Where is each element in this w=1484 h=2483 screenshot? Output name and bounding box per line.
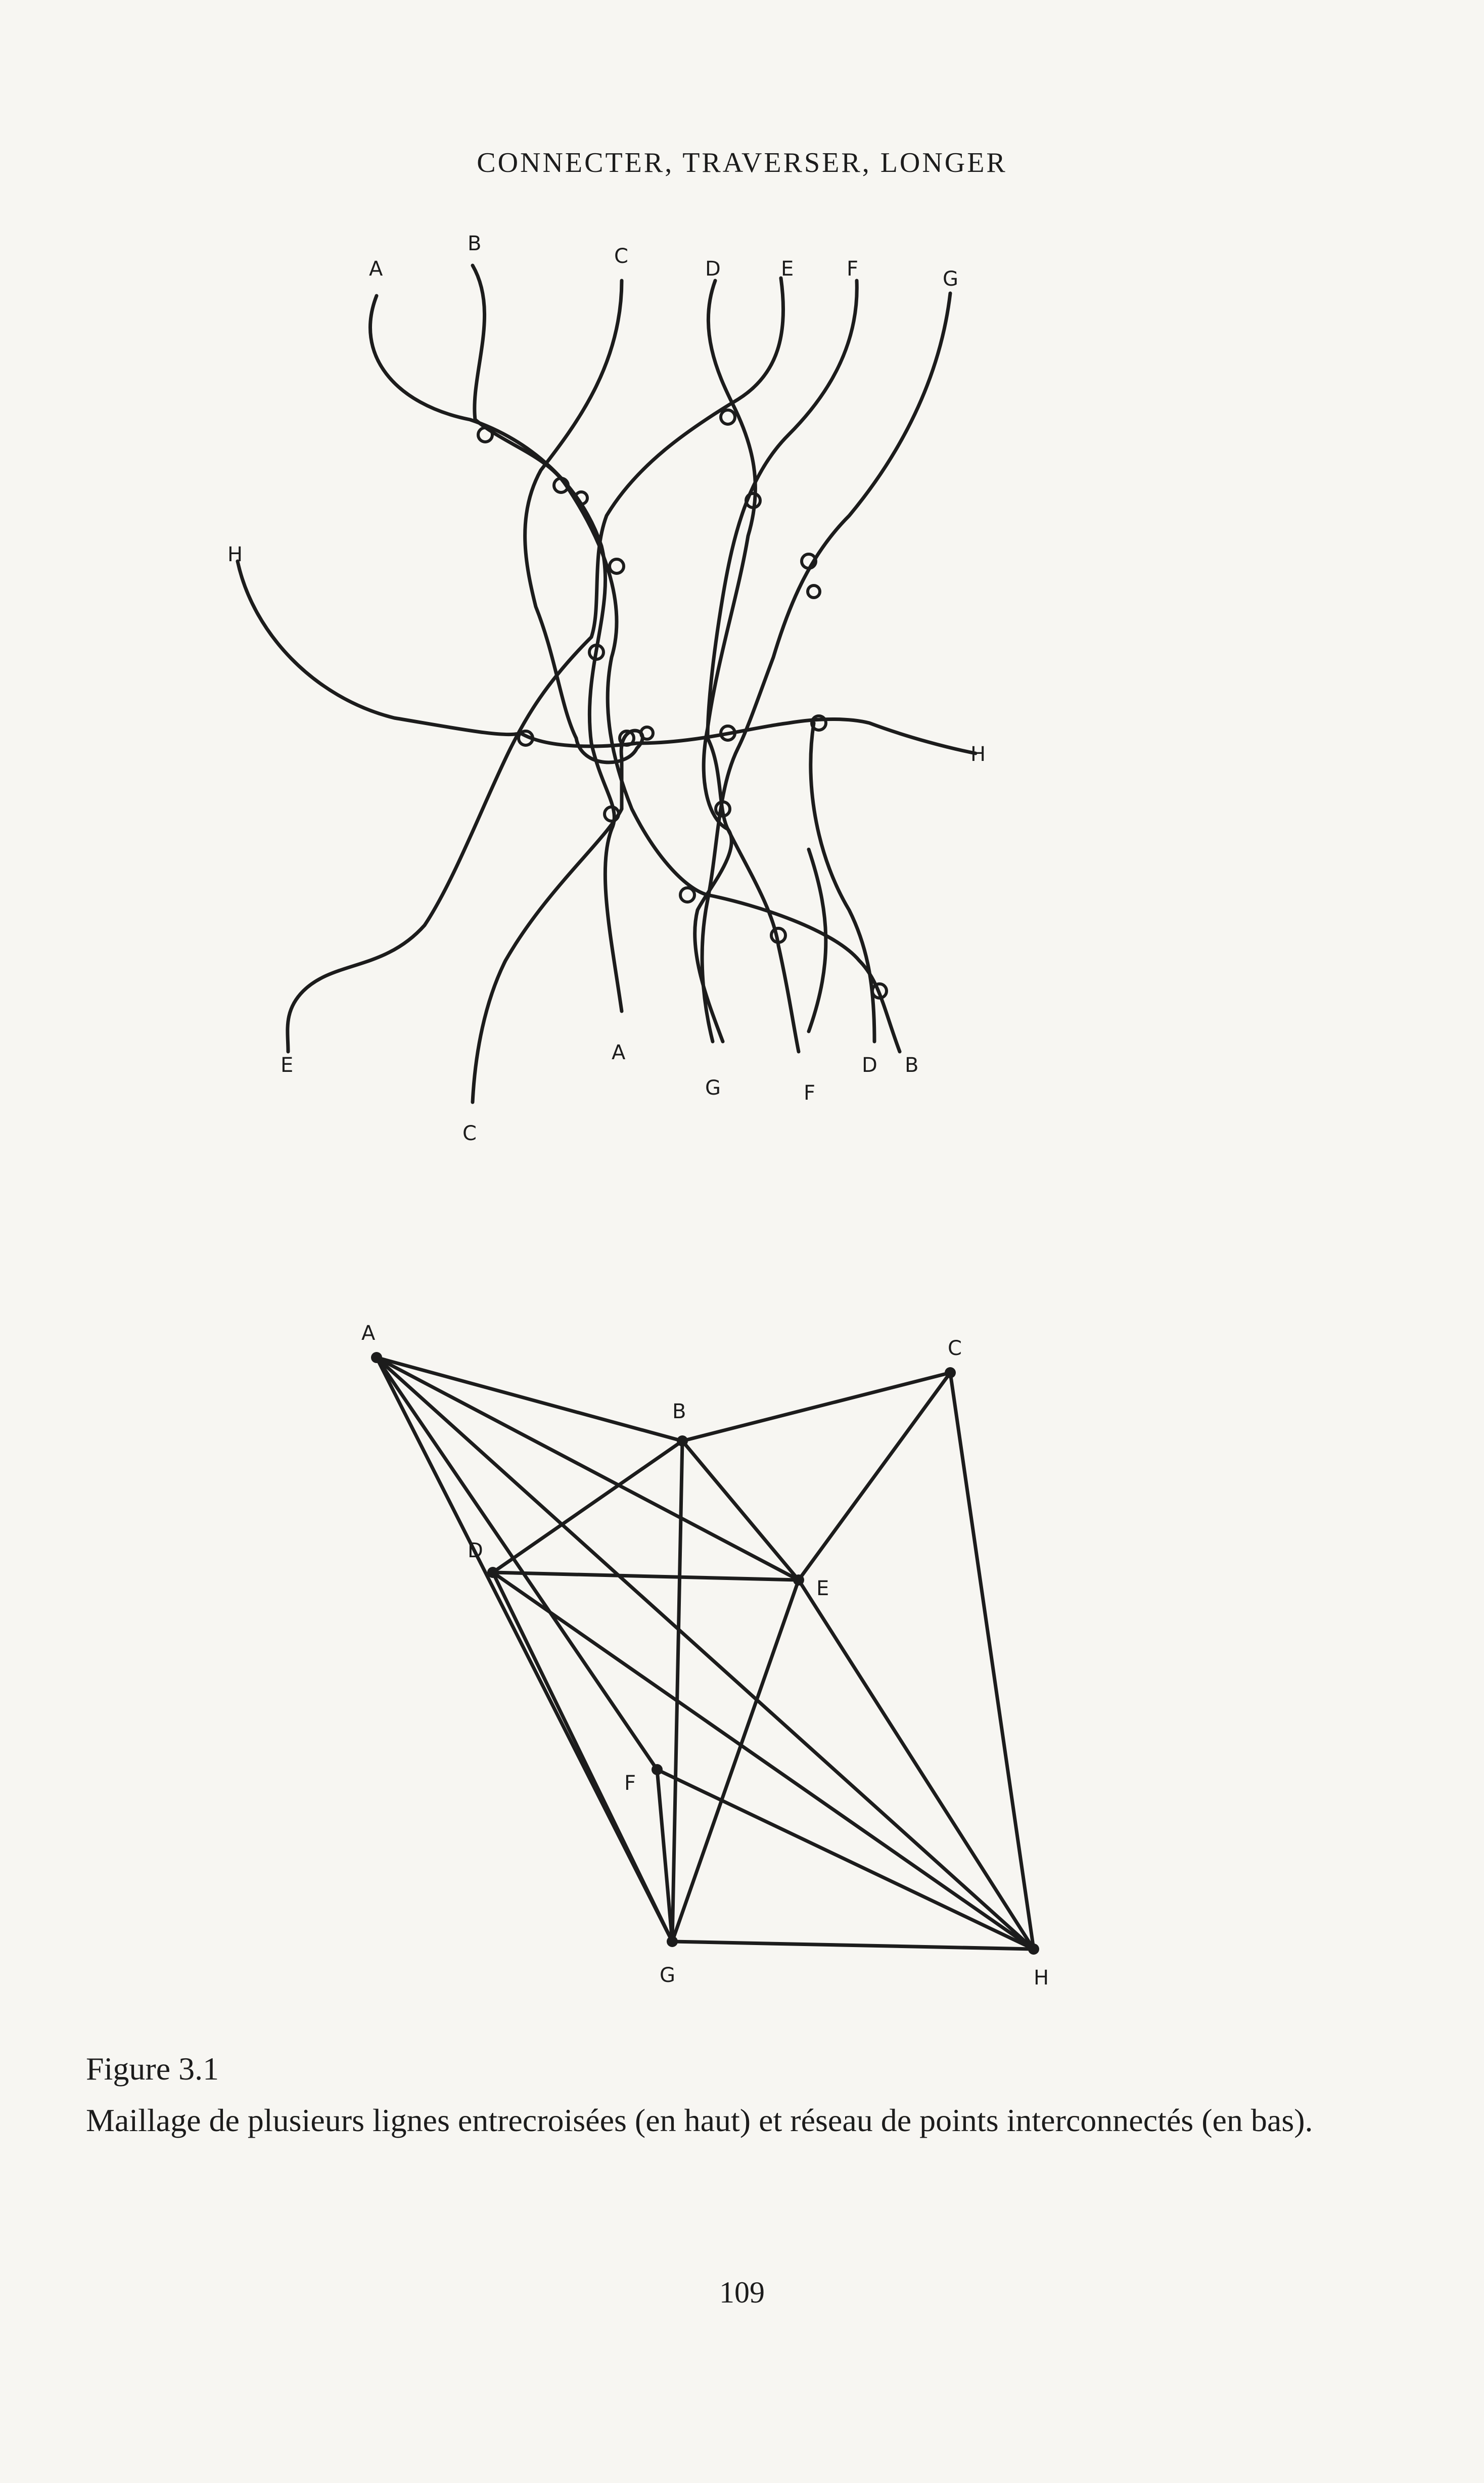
network-edge-b-c	[680, 1371, 952, 1443]
network-edge-b-g	[670, 1439, 684, 1944]
network-node-label: C	[948, 1337, 962, 1360]
meshwork-line-e	[286, 276, 785, 1054]
meshwork-top-label: C	[614, 245, 628, 268]
network-edge-f-g	[655, 1768, 674, 1944]
meshwork-bottom-label: A	[612, 1041, 626, 1064]
meshwork-bottom-label: B	[905, 1054, 918, 1077]
network-edge-a-b	[375, 1356, 684, 1443]
network-node-label: D	[468, 1539, 483, 1562]
network-edge-e-h	[797, 1578, 1036, 1951]
running-head: CONNECTER, TRAVERSER, LONGER	[477, 147, 1007, 178]
network-node-b	[677, 1435, 688, 1447]
network-node-label: E	[816, 1577, 829, 1600]
network-edge-a-e	[375, 1356, 801, 1582]
network-node-g	[667, 1936, 678, 1947]
meshwork-labels: A B C D E F G H H E C A G F D B	[227, 232, 986, 1145]
meshwork-top-label: E	[781, 257, 794, 281]
figure-caption-title: Figure 3.1	[86, 2051, 219, 2087]
meshwork-bottom-label: E	[281, 1054, 293, 1077]
network-edge-e-g	[670, 1578, 801, 1944]
meshwork-line-b	[471, 263, 902, 1054]
network-edge-d-g	[491, 1570, 674, 1944]
network-edge-b-d	[491, 1439, 684, 1574]
meshwork-right-label: H	[970, 743, 986, 766]
meshwork-bottom-label: C	[462, 1122, 477, 1145]
network-nodes	[371, 1352, 1039, 1955]
network-node-label: G	[660, 1964, 675, 1987]
network-node-c	[945, 1367, 956, 1378]
network-node-e	[793, 1574, 804, 1586]
network-labels: A B C D E F G H	[361, 1322, 1049, 1990]
network-node-f	[652, 1764, 663, 1775]
meshwork-drawing	[236, 263, 978, 1104]
meshwork-line-c	[471, 279, 644, 1104]
network-edge-g-h	[670, 1939, 1036, 1951]
meshwork-bottom-label: G	[705, 1076, 721, 1100]
meshwork-line-a	[368, 294, 624, 1013]
network-edges	[375, 1356, 1036, 1951]
network-node-label: B	[672, 1400, 686, 1423]
network-node-label: A	[361, 1322, 376, 1345]
meshwork-top-label: F	[847, 257, 858, 281]
network-node-a	[371, 1352, 382, 1363]
network-edge-d-e	[491, 1570, 801, 1582]
meshwork-line-h	[236, 559, 978, 755]
meshwork-top-label: A	[369, 257, 383, 281]
meshwork-bottom-label: D	[862, 1054, 877, 1077]
page-number: 109	[719, 2276, 765, 2309]
network-edge-c-e	[797, 1371, 952, 1582]
network-node-label: F	[624, 1772, 636, 1795]
meshwork-top-label: G	[943, 267, 958, 291]
network-edge-a-f	[375, 1356, 659, 1772]
network-edge-c-h	[948, 1371, 1036, 1951]
network-node-d	[487, 1567, 498, 1578]
meshwork-bottom-label: F	[804, 1081, 815, 1105]
network-edge-b-e	[680, 1439, 801, 1582]
network-edge-f-h	[655, 1768, 1036, 1951]
figure-caption-text: Maillage de plusieurs lignes entrecroisé…	[86, 2102, 1313, 2138]
network-node-label: H	[1034, 1966, 1049, 1990]
meshwork-left-label: H	[227, 543, 243, 566]
meshwork-top-label: B	[468, 232, 481, 255]
meshwork-top-label: D	[705, 257, 721, 281]
network-edge-d-h	[491, 1570, 1036, 1951]
network-edge-a-h	[375, 1356, 1036, 1951]
meshwork-line-g	[700, 291, 952, 1044]
network-node-h	[1028, 1944, 1039, 1955]
meshwork-knots	[477, 409, 888, 1000]
